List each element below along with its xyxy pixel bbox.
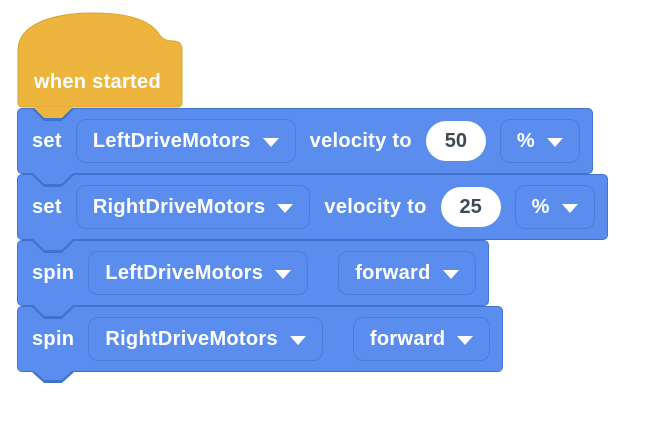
direction-dropdown[interactable]: forward [338, 251, 476, 295]
direction-dropdown[interactable]: forward [352, 317, 491, 361]
motor-dropdown[interactable]: RightDriveMotors [88, 317, 323, 361]
motor-dropdown-value: RightDriveMotors [105, 327, 278, 350]
spin-block-left[interactable]: spin LeftDriveMotors forward [17, 239, 489, 306]
when-started-hat-block[interactable]: when started [17, 8, 183, 108]
motor-dropdown[interactable]: RightDriveMotors [75, 185, 311, 229]
direction-dropdown-value: forward [369, 327, 446, 350]
unit-dropdown-value: % [516, 129, 535, 152]
set-velocity-block-left[interactable]: set LeftDriveMotors velocity to 50 % [17, 107, 593, 174]
direction-dropdown-value: forward [355, 261, 431, 284]
puzzle-bump [33, 370, 73, 380]
block-stack: when started set LeftDriveMotors velocit… [17, 8, 608, 380]
caret-down-icon [289, 335, 306, 345]
spin-block-right[interactable]: spin RightDriveMotors forward [17, 305, 504, 380]
hat-label: when started [34, 71, 161, 93]
velocity-value: 25 [459, 195, 482, 218]
set-velocity-block-right[interactable]: set RightDriveMotors velocity to 25 % [17, 173, 608, 240]
hat-shape [17, 12, 183, 108]
puzzle-notch [33, 107, 73, 118]
caret-down-icon [275, 269, 292, 279]
velocity-to-label: velocity to [309, 129, 412, 152]
caret-down-icon [442, 269, 459, 279]
velocity-value-input[interactable]: 50 [425, 121, 486, 161]
velocity-value: 50 [444, 129, 468, 152]
velocity-value-input[interactable]: 25 [440, 187, 501, 227]
block-verb-label: set [32, 195, 62, 218]
caret-down-icon [546, 137, 563, 147]
motor-dropdown-value: RightDriveMotors [92, 195, 266, 218]
puzzle-notch [33, 173, 73, 184]
unit-dropdown-value: % [531, 195, 550, 218]
unit-dropdown[interactable]: % [499, 119, 580, 163]
caret-down-icon [457, 335, 474, 345]
block-verb-label: set [32, 129, 62, 152]
caret-down-icon [561, 203, 578, 213]
unit-dropdown[interactable]: % [514, 185, 595, 229]
motor-dropdown[interactable]: LeftDriveMotors [75, 119, 296, 163]
motor-dropdown[interactable]: LeftDriveMotors [88, 251, 309, 295]
motor-dropdown-value: LeftDriveMotors [105, 261, 264, 284]
caret-down-icon [262, 137, 279, 147]
caret-down-icon [277, 203, 294, 213]
motor-dropdown-value: LeftDriveMotors [92, 129, 251, 152]
block-verb-label: spin [32, 261, 75, 284]
block-verb-label: spin [32, 327, 75, 350]
velocity-to-label: velocity to [324, 195, 427, 218]
puzzle-notch [33, 239, 73, 250]
puzzle-notch [33, 305, 73, 316]
